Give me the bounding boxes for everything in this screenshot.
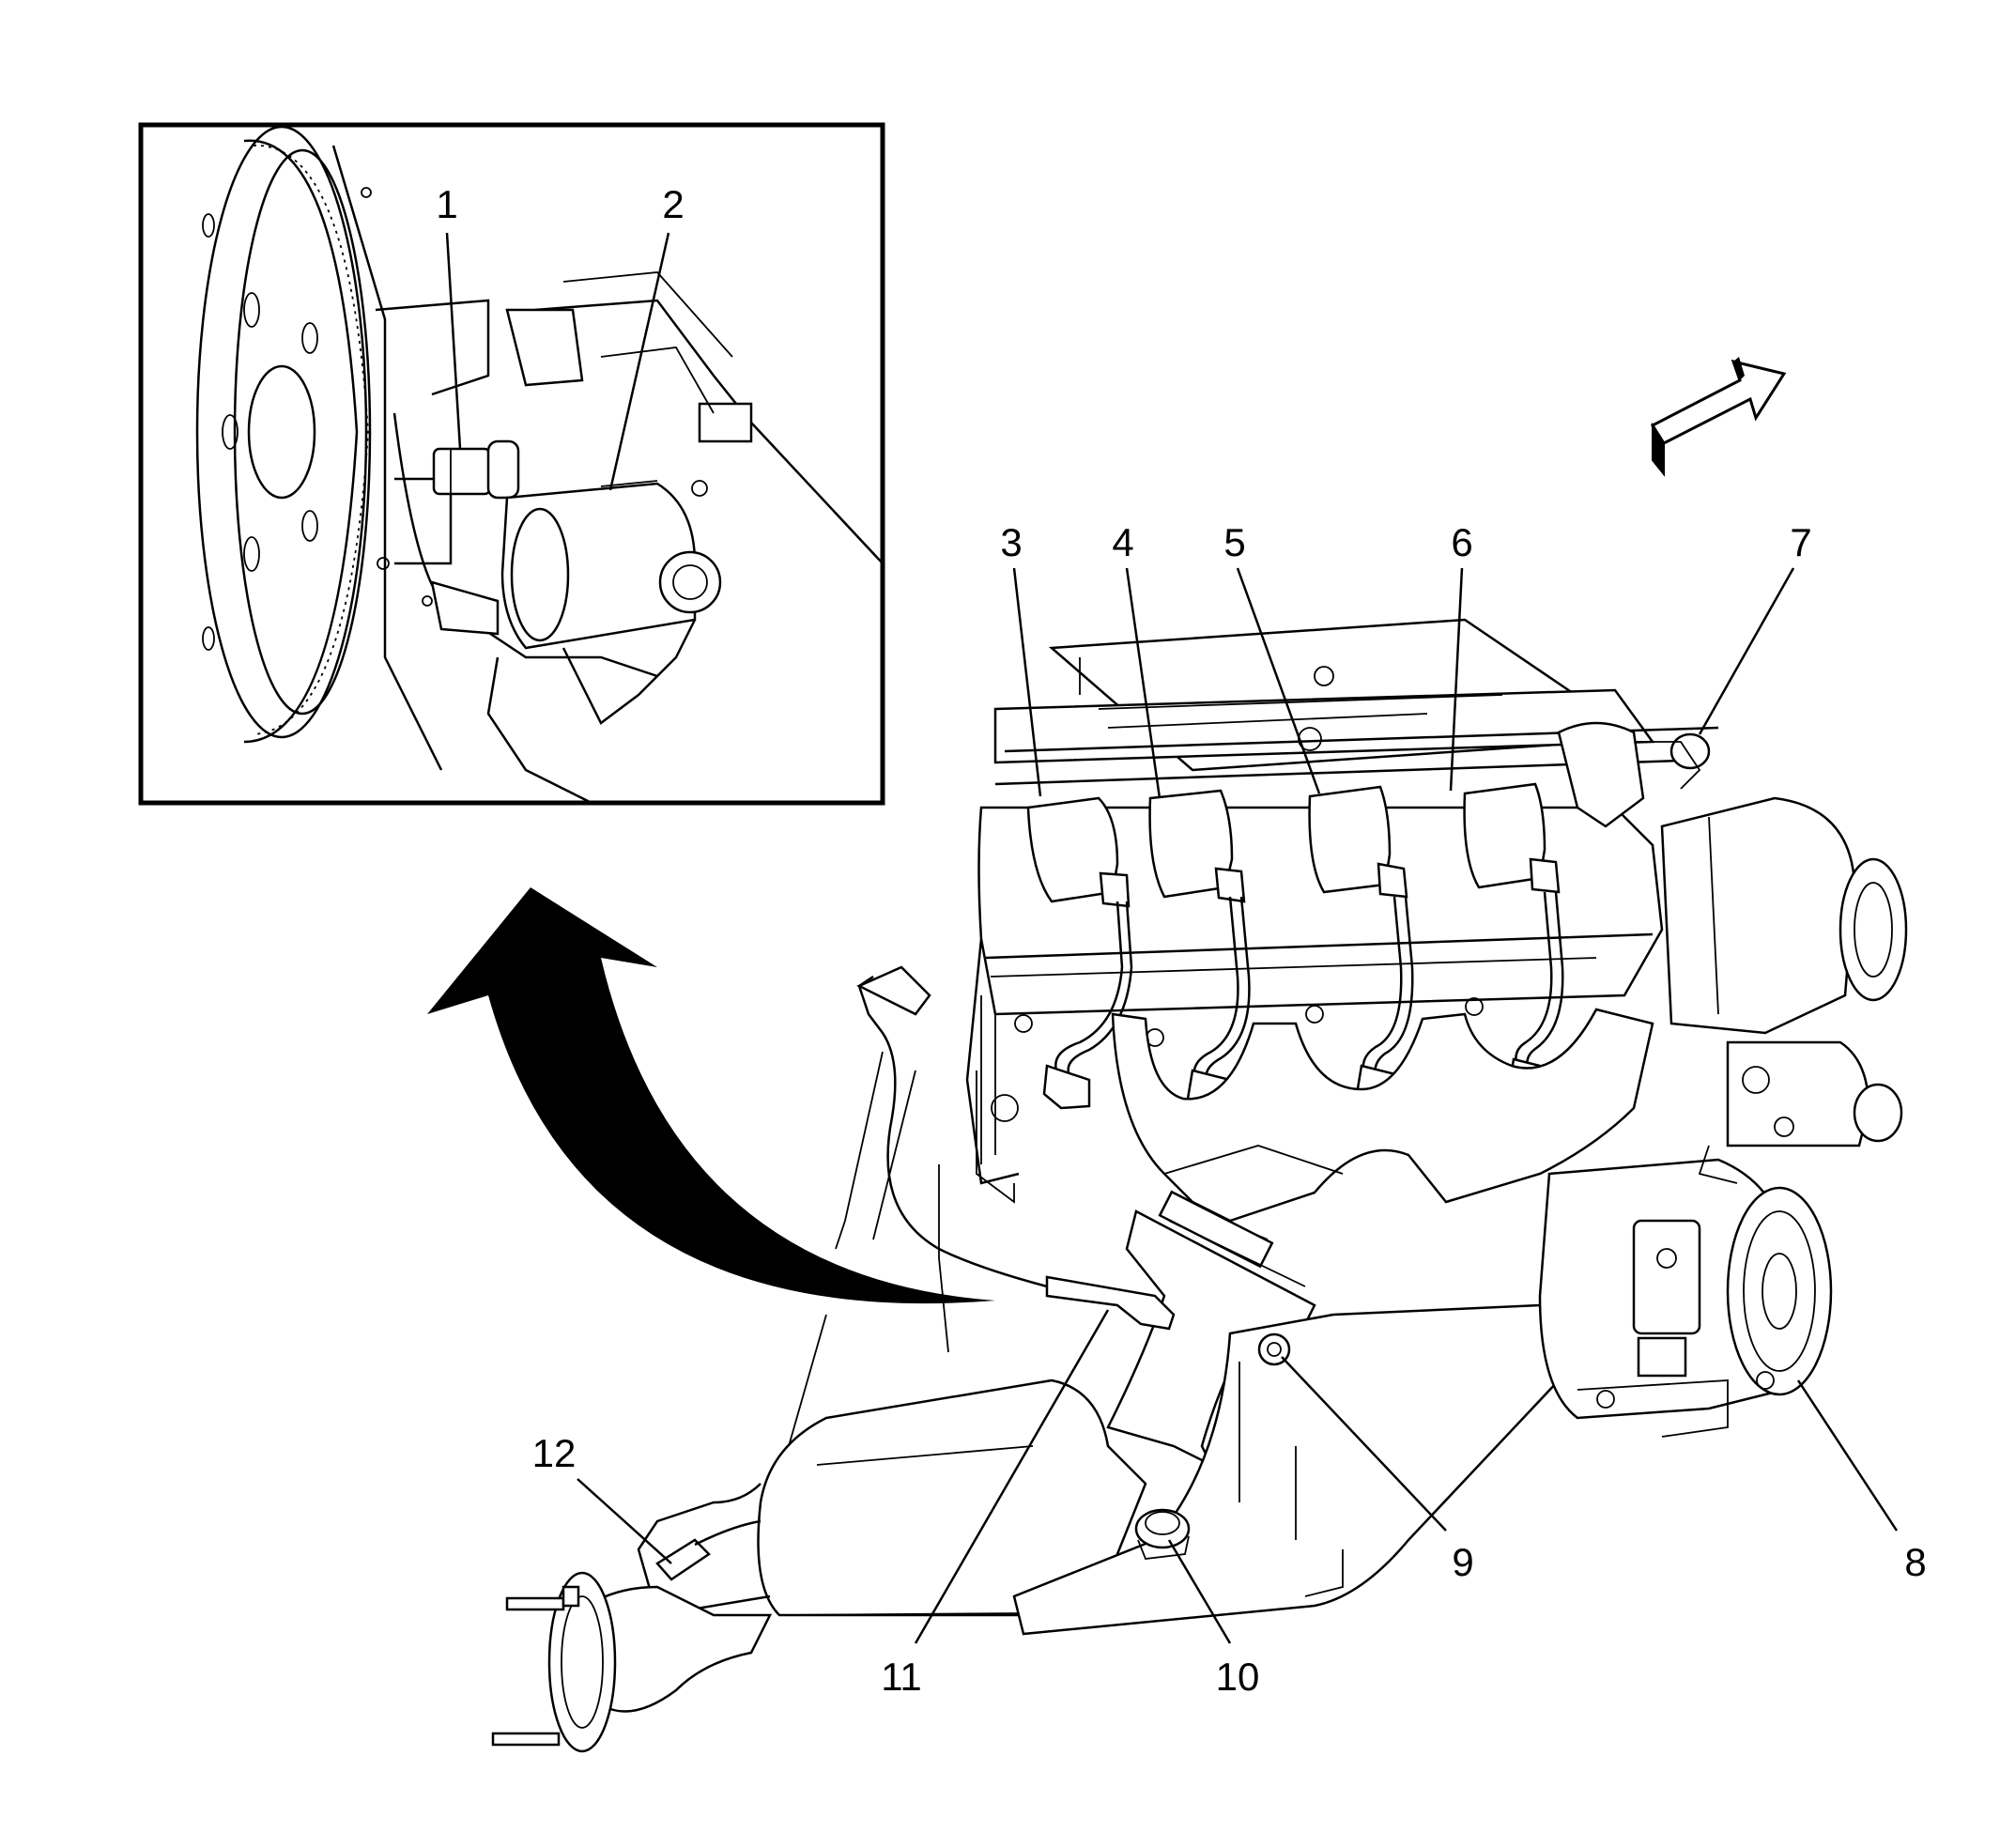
crankshaft-position-sensor [432, 439, 520, 500]
callout-2: 2 [662, 182, 684, 226]
upper-sensor [1557, 721, 1711, 828]
oxygen-sensor-rear [655, 1519, 762, 1581]
callout-12: 12 [532, 1431, 577, 1475]
callout-10: 10 [1216, 1655, 1260, 1699]
callout-3: 3 [1000, 520, 1022, 564]
callout-8: 8 [1904, 1540, 1926, 1584]
oil-pan [1012, 1303, 1656, 1636]
engine-assembly [491, 618, 1908, 1753]
vehicle-front-arrow-icon [1650, 357, 1787, 477]
callout-6: 6 [1451, 520, 1472, 564]
water-pump-assembly [1660, 796, 1908, 1184]
leader-1 [445, 232, 462, 450]
leader-2 [608, 232, 670, 491]
leader-7 [1698, 567, 1795, 735]
callout-9: 9 [1452, 1540, 1473, 1584]
oil-level-sensor [1134, 1508, 1191, 1560]
leader-4 [1125, 567, 1162, 799]
detail-view-arrow-icon [427, 887, 995, 1304]
callout-4: 4 [1112, 520, 1133, 564]
leader-3 [1012, 567, 1042, 797]
leader-6 [1449, 567, 1464, 792]
leader-5 [1236, 567, 1321, 794]
exhaust-manifold [1111, 1008, 1654, 1240]
oxygen-sensor-front [856, 965, 1176, 1331]
callout-5: 5 [1223, 520, 1245, 564]
leader-12 [577, 1478, 672, 1564]
exhaust-flange [491, 1571, 773, 1753]
leader-8 [1796, 1379, 1899, 1532]
callout-7: 7 [1790, 520, 1811, 564]
ac-compressor [1538, 1158, 1833, 1438]
callout-11: 11 [881, 1655, 922, 1699]
ignition-coil-1 [1026, 796, 1133, 1110]
exhaust-pipe [1106, 1190, 1316, 1468]
leader-9 [1281, 1356, 1447, 1532]
leader-11 [914, 1309, 1110, 1644]
leader-10 [1167, 1539, 1232, 1644]
starter-motor [486, 480, 722, 801]
flywheel [195, 127, 372, 744]
callout-1: 1 [436, 182, 457, 226]
inset-detail-view: 1 2 [138, 122, 885, 806]
